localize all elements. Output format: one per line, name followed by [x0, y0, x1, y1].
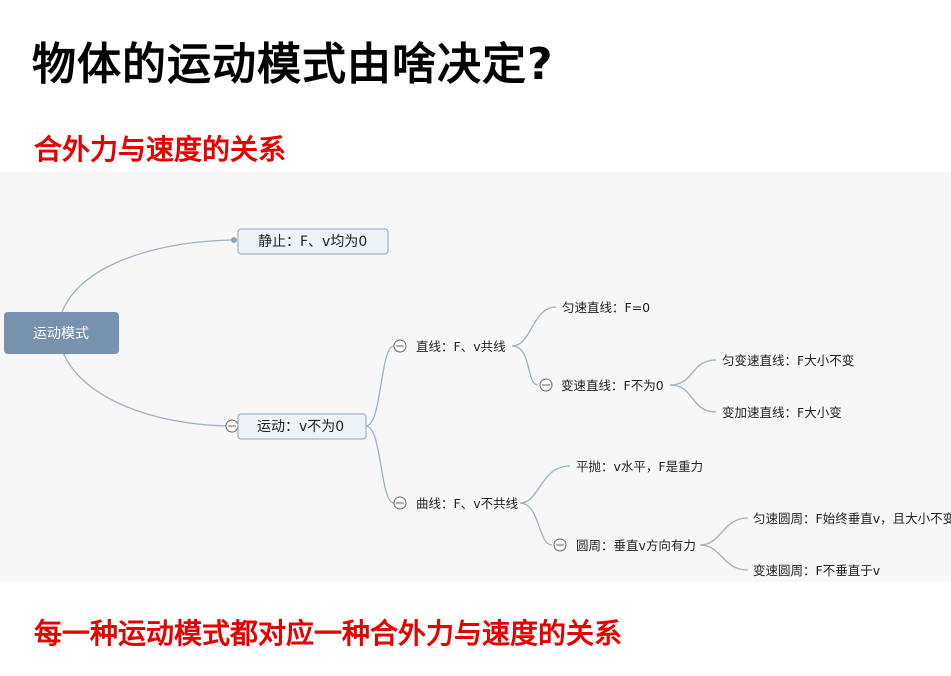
variable-accel-straight-label[interactable]: 变加速直线：F大小变	[722, 405, 842, 420]
rest-node[interactable]	[237, 228, 389, 255]
variable-straight-label[interactable]: 变速直线：F不为0	[561, 378, 664, 393]
connector-straight-uniform	[511, 306, 557, 347]
motion-node[interactable]	[237, 413, 367, 440]
uniform-accel-straight-label[interactable]: 匀变速直线：F大小不变	[722, 353, 854, 368]
footer-conclusion: 每一种运动模式都对应一种合外力与速度的关系	[34, 617, 623, 650]
root-node-label: 运动模式	[33, 326, 89, 342]
connector-curve-projectile	[519, 465, 571, 504]
connector-root-rest	[61, 239, 233, 313]
connector-motion-straight	[365, 345, 395, 427]
connector-circular-variable	[699, 544, 749, 571]
motion-node-label: 运动：v不为0	[257, 419, 344, 435]
mindmap-svg: 运动模式 静止：F、v均为0 运动：v不为0 直线：F、v共线 匀速直线：F=0…	[4, 228, 951, 578]
uniform-straight-label[interactable]: 匀速直线：F=0	[562, 300, 650, 315]
connector-circular-uniform	[699, 517, 749, 546]
projectile-label[interactable]: 平抛：v水平，F是重力	[576, 459, 703, 474]
subtitle: 合外力与速度的关系	[34, 133, 287, 166]
mindmap-canvas: 运动模式 静止：F、v均为0 运动：v不为0 直线：F、v共线 匀速直线：F=0…	[0, 172, 951, 582]
connector-variable-vaccel	[669, 384, 717, 413]
uniform-circular-label[interactable]: 匀速圆周：F始终垂直v，且大小不变	[753, 511, 951, 526]
circular-label[interactable]: 圆周：垂直v方向有力	[576, 538, 696, 553]
connector-variable-uaccel	[669, 359, 717, 386]
page-title: 物体的运动模式由啥决定?	[32, 39, 554, 90]
connector-root-motion	[61, 349, 227, 427]
curve-node-label[interactable]: 曲线：F、v不共线	[416, 496, 519, 511]
connector-straight-variable	[511, 345, 539, 386]
connector-motion-curve	[365, 425, 395, 504]
straight-node-label[interactable]: 直线：F、v共线	[416, 339, 506, 354]
root-node[interactable]	[4, 312, 119, 354]
connector-curve-circular	[519, 502, 553, 546]
rest-node-dot	[231, 237, 237, 243]
rest-node-label: 静止：F、v均为0	[258, 234, 367, 250]
variable-circular-label[interactable]: 变速圆周：F不垂直于v	[753, 563, 881, 578]
